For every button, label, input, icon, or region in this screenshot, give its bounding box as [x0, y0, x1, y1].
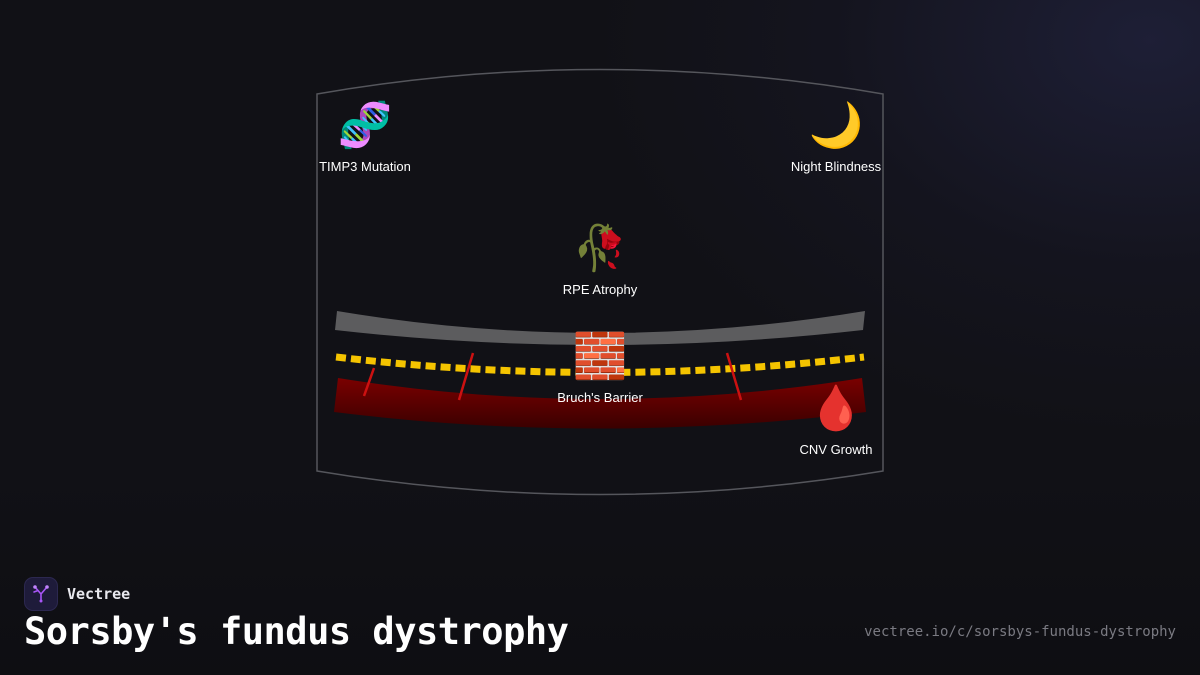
node-timp3-mutation: 🧬 TIMP3 Mutation — [285, 100, 445, 175]
node-rpe-atrophy: 🥀 RPE Atrophy — [520, 223, 680, 298]
brand[interactable]: Vectree — [24, 577, 130, 611]
node-label: CNV Growth — [799, 442, 873, 457]
choroid-layer — [334, 378, 866, 429]
page-url[interactable]: vectree.io/c/sorsbys-fundus-dystrophy — [864, 624, 1176, 640]
node-label: Night Blindness — [790, 159, 882, 174]
bruchs-membrane-dashed — [335, 353, 865, 376]
node-cnv-growth: 🩸 CNV Growth — [756, 383, 916, 458]
node-label: TIMP3 Mutation — [319, 159, 411, 174]
node-night-blindness: 🌙 Night Blindness — [756, 100, 916, 175]
node-bruchs-barrier: 🧱 Bruch's Barrier — [520, 331, 680, 406]
cnv-vessel-2 — [457, 352, 475, 401]
node-label: RPE Atrophy — [562, 282, 638, 297]
wilted-flower-icon: 🥀 — [572, 223, 628, 274]
node-label: Bruch's Barrier — [557, 390, 643, 405]
vectree-tree-logo-icon — [24, 577, 58, 611]
rpe-layer — [335, 311, 865, 345]
brand-name: Vectree — [67, 585, 131, 603]
blood-drop-icon: 🩸 — [808, 383, 864, 434]
cnv-vessel-3 — [725, 352, 743, 401]
crescent-moon-icon: 🌙 — [808, 100, 864, 151]
eye-frame-outline — [316, 68, 884, 496]
page-title: Sorsby's fundus dystrophy — [24, 610, 569, 653]
dna-icon: 🧬 — [337, 100, 393, 151]
brick-wall-icon: 🧱 — [572, 331, 628, 382]
cnv-vessel-1 — [362, 367, 376, 397]
